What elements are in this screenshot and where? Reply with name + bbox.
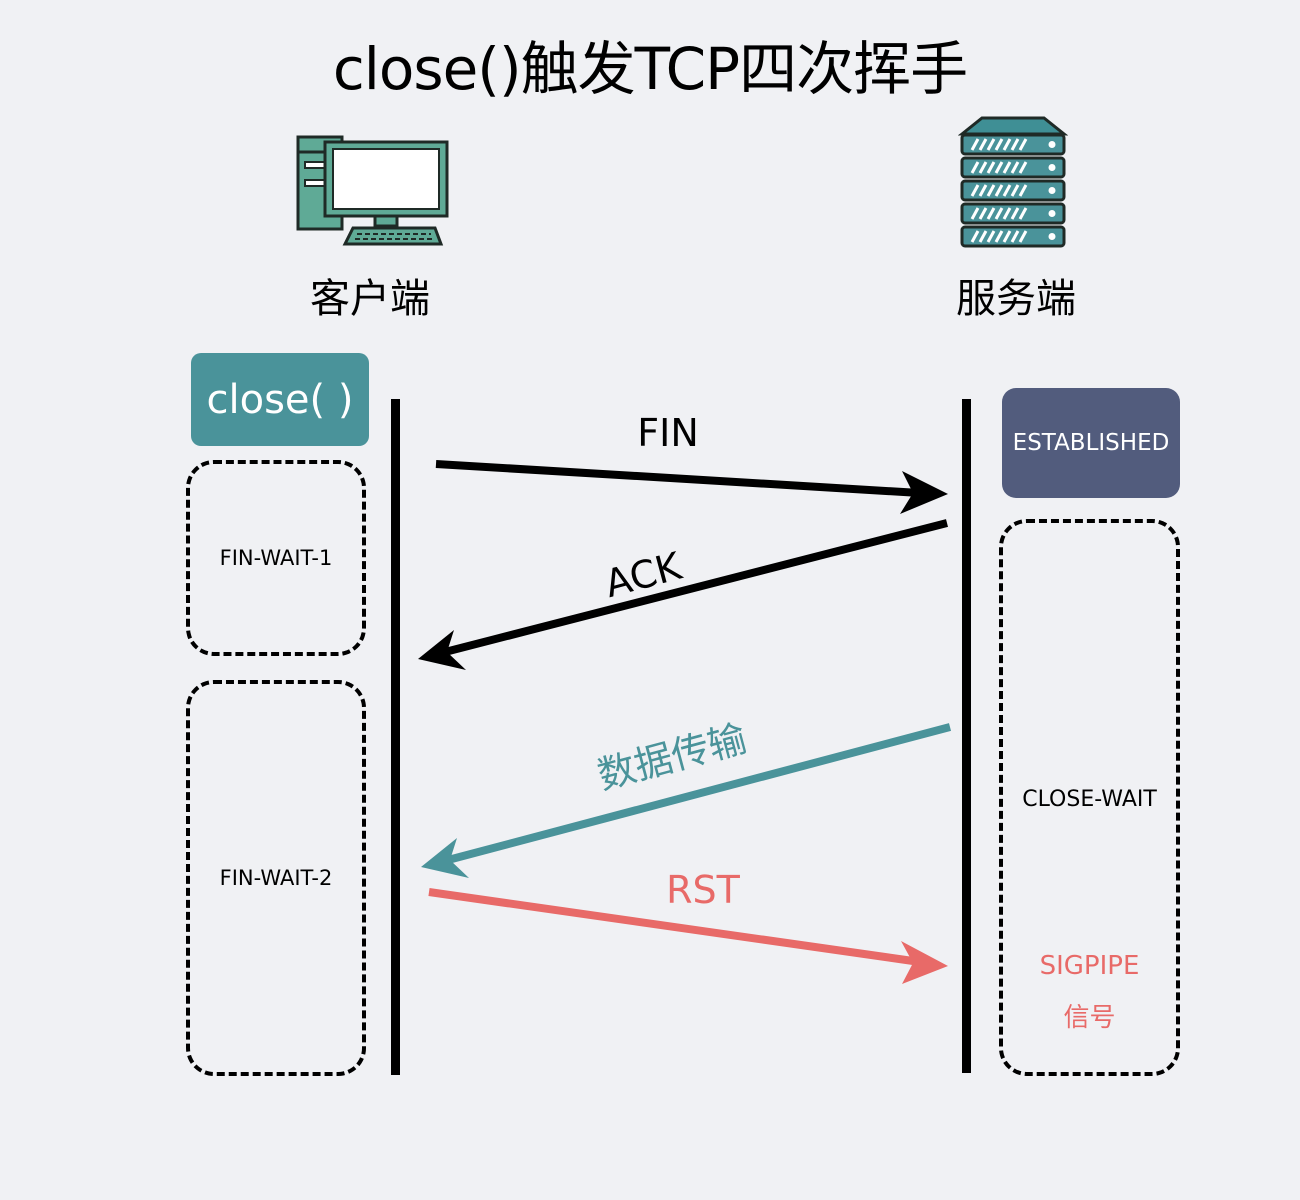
fin-wait-1-label: FIN-WAIT-1 (219, 546, 333, 570)
diagram-title: close()触发TCP四次挥手 (332, 35, 968, 103)
rst-arrow (428, 888, 948, 984)
server-rack-icon (957, 116, 1069, 248)
fin-wait-2-label: FIN-WAIT-2 (219, 866, 333, 890)
fin-label: FIN (637, 411, 699, 455)
close-wait-label: CLOSE-WAIT (1022, 787, 1157, 812)
server-label: 服务端 (956, 276, 1076, 322)
fin-arrow (435, 460, 948, 514)
client-label: 客户端 (310, 276, 430, 322)
signal-label: 信号 (1063, 1003, 1116, 1033)
server-lifeline (962, 399, 971, 1073)
fin-wait-1-state: FIN-WAIT-1 (186, 460, 366, 656)
sigpipe-label: SIGPIPE (1039, 951, 1140, 981)
fin-wait-2-state: FIN-WAIT-2 (186, 680, 366, 1076)
desktop-computer-icon (295, 130, 455, 250)
ack-arrow (418, 519, 948, 670)
rst-label: RST (666, 868, 741, 912)
close-wait-state: CLOSE-WAIT SIGPIPE 信号 (999, 519, 1180, 1076)
close-call-pill: close( ) (191, 353, 369, 446)
client-lifeline (391, 399, 400, 1075)
data-transfer-arrow (421, 723, 952, 878)
established-state-pill: ESTABLISHED (1002, 388, 1180, 498)
